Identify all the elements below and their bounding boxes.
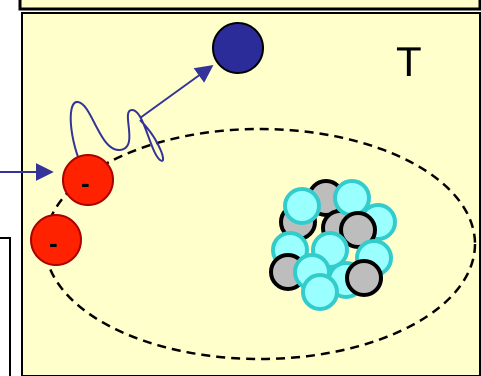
nucleon-proton [339,211,377,249]
nucleon-neutron [301,273,339,311]
nucleon-neutron [283,187,321,225]
nucleus [269,179,397,311]
electron-lower-charge: - [49,228,58,258]
nucleon-proton [345,259,383,297]
panel-label-t: T [396,38,422,85]
electron-upper: - [62,154,114,206]
left-panel-fragment [0,237,11,376]
ejected-particle [212,22,264,74]
electron-lower: - [30,214,82,266]
electron-upper-charge: - [81,168,90,198]
nucleon-neutron [333,179,371,217]
ejection-arrow [139,64,214,119]
emitted-wave [69,101,165,179]
top-strip-frame [18,0,481,11]
